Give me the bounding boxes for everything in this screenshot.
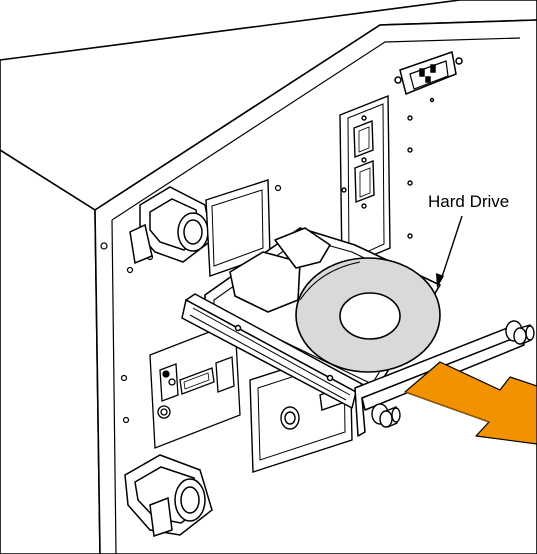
removal-arrow-icon — [404, 361, 537, 445]
screw-icon — [371, 320, 535, 428]
lower-handle-bracket — [124, 454, 213, 537]
left-thumbscrew — [371, 403, 401, 428]
callout-arrowhead — [436, 273, 444, 288]
chassis-side-panel — [0, 149, 101, 554]
upper-slot — [205, 179, 271, 277]
lower-io-panel — [149, 321, 241, 449]
upper-handle-bracket — [129, 186, 213, 265]
rear-panel-inner-border — [111, 37, 521, 221]
hard-drive-callout: Hard Drive — [428, 192, 509, 288]
platter-hub — [339, 292, 401, 340]
hard-drive-label: Hard Drive — [428, 192, 509, 211]
right-thumbscrew — [505, 320, 535, 345]
connector-board — [339, 94, 435, 270]
callout-leader-line — [440, 215, 463, 281]
power-inlet-icon — [394, 51, 463, 96]
